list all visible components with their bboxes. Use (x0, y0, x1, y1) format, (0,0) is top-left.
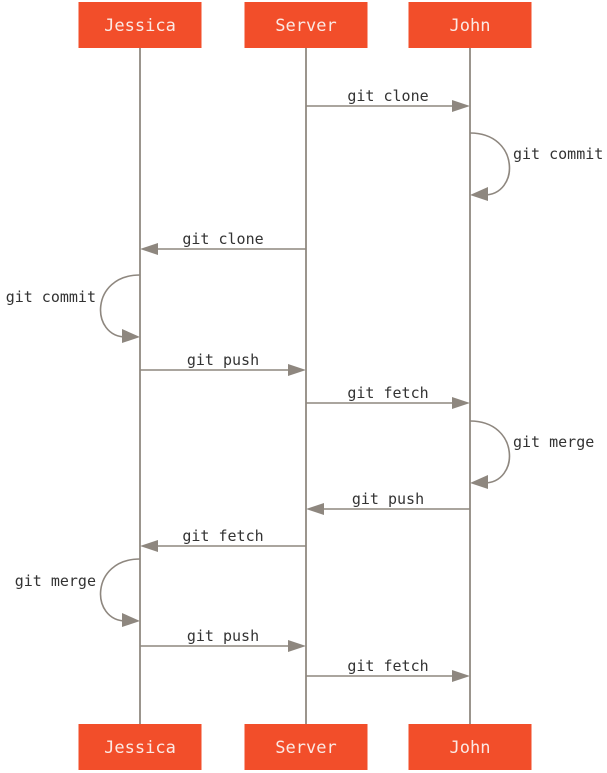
message-label: git merge (513, 433, 594, 451)
arrowhead-11 (452, 670, 470, 682)
message-label: git push (187, 351, 259, 369)
arrowhead-0 (452, 100, 470, 112)
arrowhead-9 (122, 613, 140, 627)
message-label: git push (352, 490, 424, 508)
arrowhead-1 (470, 187, 488, 201)
self-arrow-3 (99, 274, 141, 338)
participant-label-server: Server (275, 16, 336, 36)
self-arrow-9 (99, 558, 141, 622)
arrowhead-10 (288, 640, 306, 652)
message-label: git merge (15, 572, 96, 590)
participant-box-john-bottom (408, 724, 532, 770)
participant-box-server-bottom (244, 724, 368, 770)
participant-box-john-top (408, 2, 532, 48)
message-label: git clone (182, 230, 263, 248)
message-label: git clone (347, 87, 428, 105)
participant-label-jessica: Jessica (104, 16, 176, 36)
participant-label-john: John (450, 16, 491, 36)
message-label: git fetch (347, 384, 428, 402)
self-arrow-6 (469, 420, 511, 484)
message-label: git fetch (347, 657, 428, 675)
arrowhead-7 (306, 503, 324, 515)
message-label: git push (187, 627, 259, 645)
arrowhead-4 (288, 364, 306, 376)
participant-box-server-top (244, 2, 368, 48)
arrowhead-3 (122, 329, 140, 343)
participant-label-server: Server (275, 738, 336, 758)
arrowhead-6 (470, 475, 488, 489)
arrowhead-8 (140, 540, 158, 552)
self-arrow-1 (469, 132, 511, 196)
participant-box-jessica-bottom (78, 724, 202, 770)
participant-label-jessica: Jessica (104, 738, 176, 758)
message-label: git fetch (182, 527, 263, 545)
message-label: git commit (513, 145, 603, 163)
arrowhead-5 (452, 397, 470, 409)
participant-box-jessica-top (78, 2, 202, 48)
message-label: git commit (6, 288, 96, 306)
participant-label-john: John (450, 738, 491, 758)
arrowhead-2 (140, 243, 158, 255)
